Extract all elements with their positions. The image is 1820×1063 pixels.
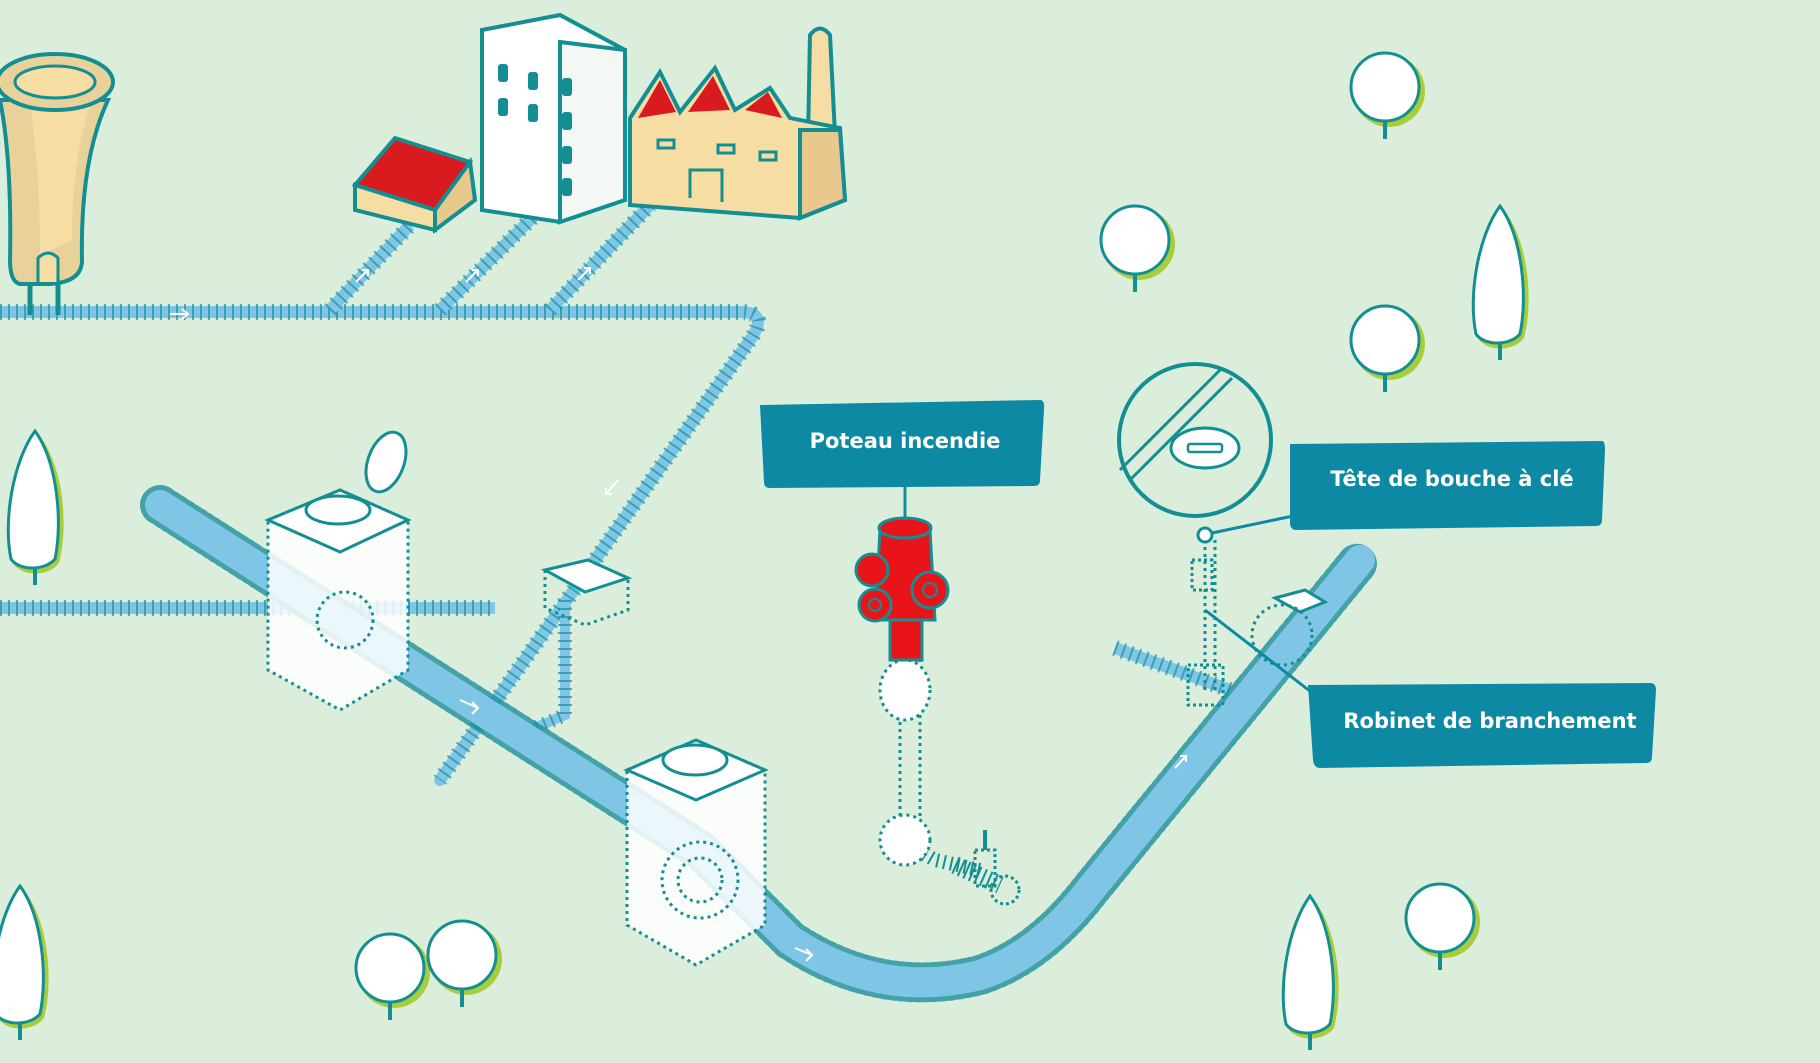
label-text: Poteau incendie [810, 429, 1001, 453]
valve-box-icon [1186, 526, 1329, 707]
water-tower-icon [0, 52, 115, 315]
valve-box-head-zoom [1117, 362, 1273, 518]
flow-arrow-icon [170, 267, 619, 495]
label-service-valve: Robinet de branchement [1204, 608, 1656, 768]
manhole-chamber-icon [623, 738, 769, 967]
label-valve-box-head: Tête de bouche à clé [1211, 441, 1605, 535]
manhole-chamber-icon [264, 430, 412, 712]
main-water-pipe [140, 485, 1380, 1003]
label-fire-hydrant: Poteau incendie [760, 400, 1045, 488]
label-text: Tête de bouche à clé [1330, 467, 1573, 491]
upper-distribution-network [0, 199, 1233, 786]
label-text: Robinet de branchement [1343, 709, 1636, 733]
apartment-building-icon [480, 12, 627, 225]
house-icon [351, 135, 478, 234]
fire-hydrant-icon [854, 475, 982, 877]
service-valve-icon [951, 830, 1021, 906]
valve-chamber-icon [540, 558, 633, 627]
factory-icon [628, 26, 848, 221]
